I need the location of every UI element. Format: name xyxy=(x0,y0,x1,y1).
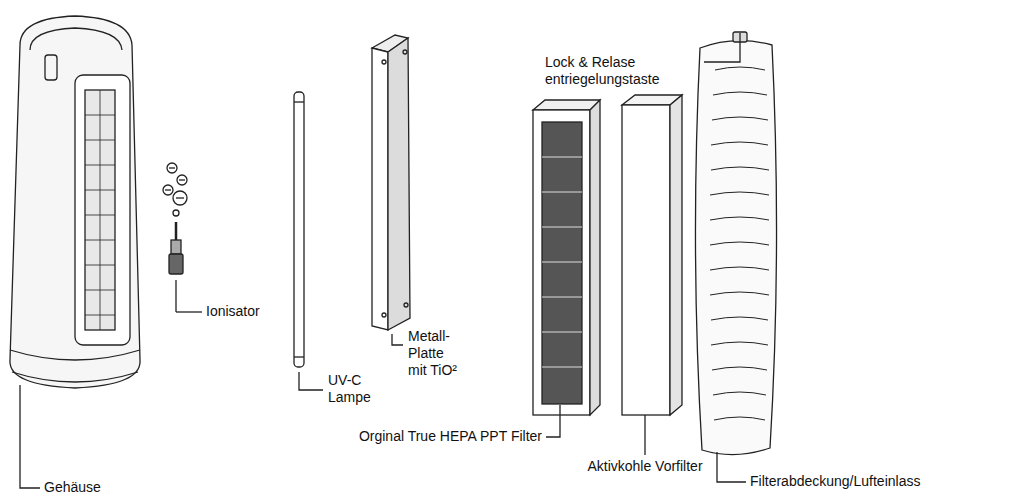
uv-lamp-drawing xyxy=(294,92,304,367)
metal-plate-drawing xyxy=(372,35,410,330)
filter-cover-drawing xyxy=(695,32,776,455)
hepa-filter-drawing xyxy=(533,100,600,415)
ion-symbols xyxy=(163,163,187,216)
leader-line xyxy=(299,372,323,390)
ionizer-drawing xyxy=(169,222,183,274)
part-label: Lock & Relase entriegelungstaste xyxy=(545,54,695,88)
leader-line xyxy=(704,33,740,62)
leader-line xyxy=(392,334,403,345)
prefilter-drawing xyxy=(622,95,682,415)
leader-line xyxy=(644,415,645,455)
part-label: Gehäuse xyxy=(44,479,101,496)
part-label: UV-C Lampe xyxy=(328,372,374,406)
leader-line xyxy=(717,452,746,482)
part-label: Orginal True HEPA PPT Filter xyxy=(359,428,542,445)
part-label: Filterabdeckung/Lufteinlass xyxy=(750,473,920,490)
leader-line xyxy=(176,311,202,312)
leader-line xyxy=(20,385,40,488)
part-label: Aktivkohle Vorfilter xyxy=(587,458,702,475)
housing-drawing xyxy=(10,16,140,388)
part-label: Metall- Platte mit TiO² xyxy=(408,328,464,379)
part-label: Ionisator xyxy=(206,303,260,320)
leader-line xyxy=(546,405,560,437)
leader-line xyxy=(175,280,176,312)
